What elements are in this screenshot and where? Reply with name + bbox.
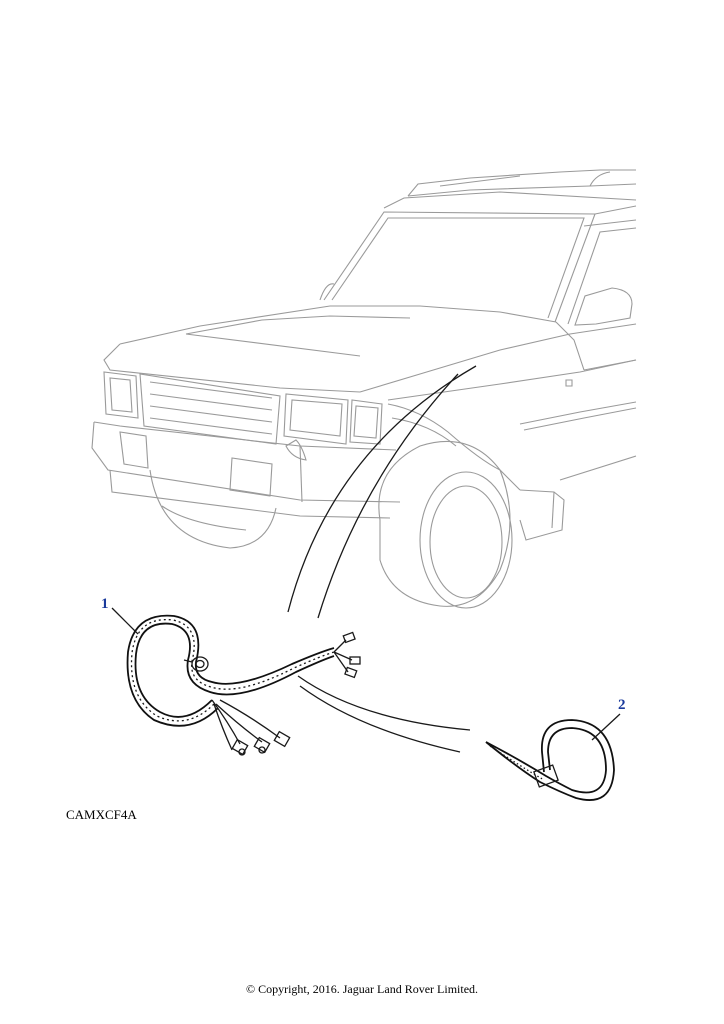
- cable-tie: [485, 713, 621, 801]
- callout-2[interactable]: 2: [618, 697, 626, 713]
- leader-lines: [287, 365, 477, 753]
- figure-code: CAMXCF4A: [66, 807, 137, 822]
- callout-1[interactable]: 1: [101, 596, 109, 612]
- vehicle-illustration: [91, 169, 637, 609]
- copyright-notice: © Copyright, 2016. Jaguar Land Rover Lim…: [245, 982, 479, 996]
- wiring-harness: [111, 607, 361, 756]
